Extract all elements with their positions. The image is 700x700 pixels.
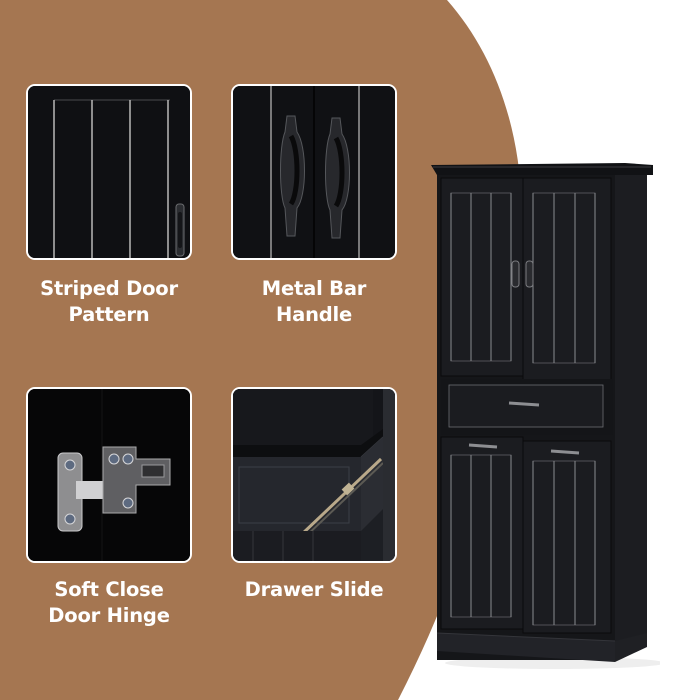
bar-handle-right-icon: [325, 117, 350, 239]
lower-left-door: [440, 436, 524, 630]
upper-left-door: [440, 177, 524, 377]
drawer-handle-icon: [508, 401, 540, 407]
upper-door-handles-icon: [511, 260, 534, 288]
hinge-icon: [57, 446, 171, 532]
drawer-slide-rail-icon: [299, 457, 384, 540]
product-cabinet-image: [425, 155, 660, 670]
small-handle-icon: [175, 203, 185, 257]
lower-left-handle-icon: [468, 443, 498, 449]
caption-hinge: Soft Close Door Hinge: [48, 578, 170, 627]
feature-image-drawer-slide: [231, 387, 397, 563]
bar-handle-left-icon: [280, 115, 305, 237]
lower-right-handle-icon: [550, 449, 580, 455]
drawer: [441, 379, 613, 435]
lower-right-door: [522, 440, 612, 634]
caption-striped-door: Striped Door Pattern: [40, 277, 178, 326]
feature-image-striped-door: [26, 84, 192, 260]
caption-metal-handle: Metal Bar Handle: [261, 277, 367, 326]
caption-drawer-slide: Drawer Slide: [244, 578, 384, 601]
upper-right-door: [522, 177, 612, 381]
feature-image-hinge: [26, 387, 192, 563]
feature-image-metal-handle: [231, 84, 397, 260]
